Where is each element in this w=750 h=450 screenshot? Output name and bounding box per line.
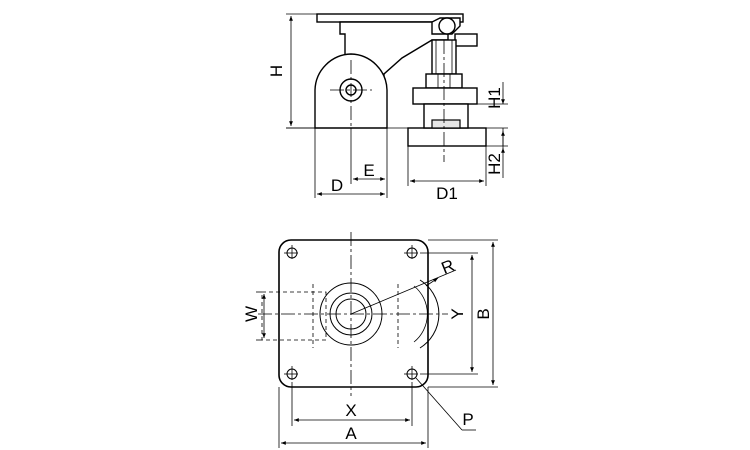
mounting-plate [278,239,429,388]
label-D: D [331,176,343,195]
label-E: E [363,161,374,180]
label-A: A [345,424,357,443]
stem-block [454,33,478,47]
label-R: R [439,256,458,278]
label-P: P [462,410,473,429]
lever-knob [438,17,456,35]
label-B: B [474,308,493,319]
side-view: H H1 H2 E D D1 [267,13,508,203]
leveler-top-disc [412,87,478,105]
leveler-hex [431,119,461,129]
leveler-pad [407,127,487,147]
label-H1: H1 [485,87,504,109]
label-H: H [267,65,286,77]
label-H2: H2 [485,153,504,175]
label-X: X [345,401,356,420]
label-D1: D1 [436,184,458,203]
plan-view: R W Y B X A P [242,232,498,448]
label-Y: Y [448,308,467,319]
label-W: W [242,306,261,322]
